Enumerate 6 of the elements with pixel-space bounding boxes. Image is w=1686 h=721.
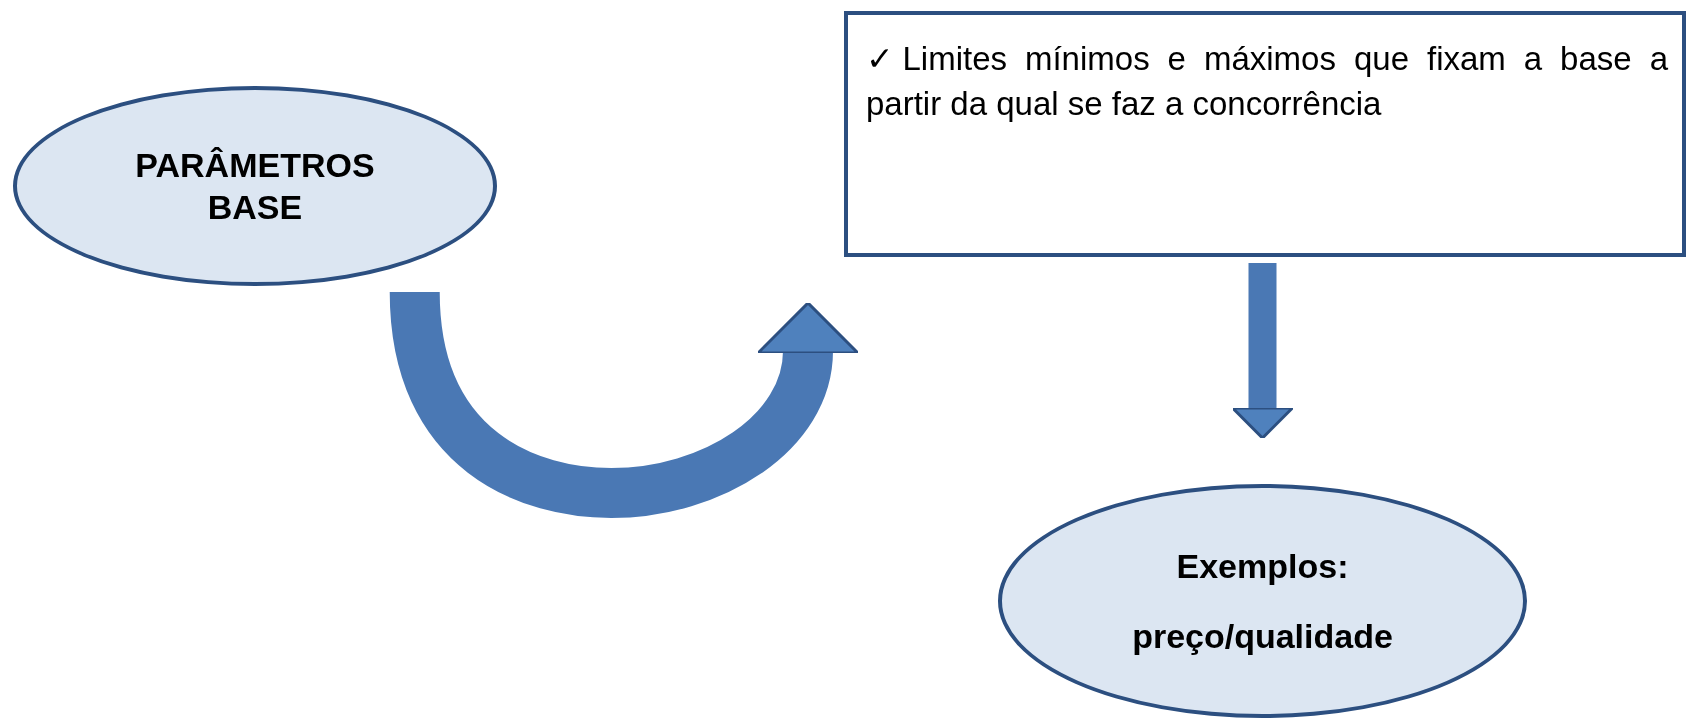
ellipse-label: Exemplos: [1176,545,1349,587]
text-box [844,11,1686,257]
ellipse-label: PARÂMETROS BASE [134,144,376,228]
ellipse-label: preço/qualidade [1132,616,1393,657]
block-arrow [1231,263,1294,440]
bullet-text: ✓Limites mínimos e máximos que fixam a base a partir da qual se faz a concorrência [866,39,1668,124]
